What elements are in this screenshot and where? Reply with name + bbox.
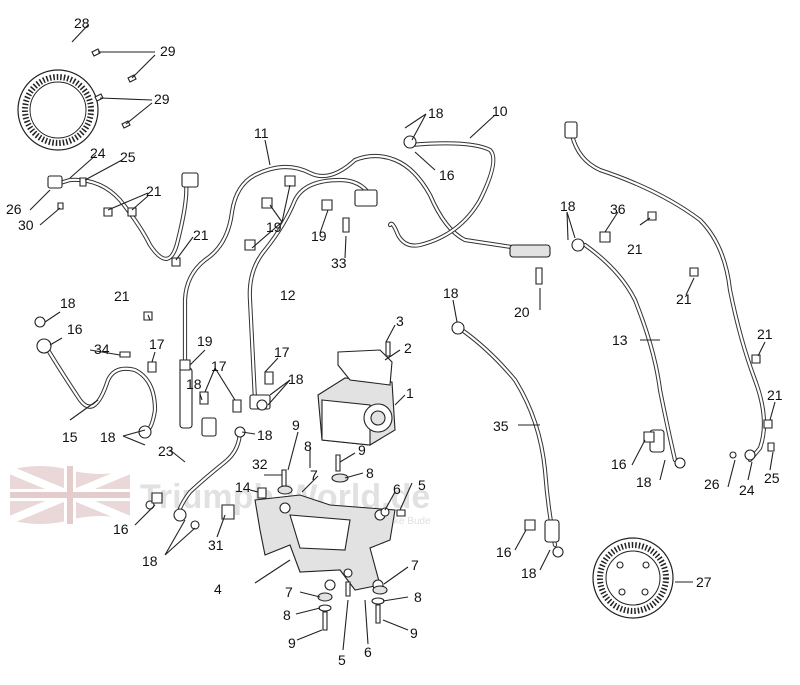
callout-21c: 21 (114, 288, 130, 304)
callout-32: 32 (252, 456, 268, 472)
abs-bracket-2 (337, 341, 393, 386)
union-jack-flag-icon (8, 466, 132, 524)
callout-15: 15 (62, 429, 78, 445)
callout-11: 11 (254, 125, 269, 141)
mounting-hardware (277, 454, 406, 631)
callout-26b: 26 (704, 476, 720, 492)
callout-21e: 21 (676, 291, 692, 307)
front-abs-ring-27 (592, 537, 674, 619)
callout-18f: 18 (186, 376, 202, 392)
callout-24b: 24 (739, 482, 755, 498)
callout-5b: 5 (338, 652, 346, 668)
callout-6a: 6 (393, 481, 401, 497)
callout-8a: 8 (304, 438, 312, 454)
callout-35: 35 (493, 418, 509, 434)
callout-18b: 18 (428, 105, 444, 121)
mounting-bracket-4 (221, 487, 396, 591)
callout-18j: 18 (521, 565, 537, 581)
callout-16d: 16 (611, 456, 627, 472)
callout-13: 13 (612, 332, 628, 348)
callout-9b: 9 (358, 442, 366, 458)
callout-17b: 17 (211, 358, 227, 374)
callout-1: 1 (406, 385, 414, 401)
leader-lines (29, 24, 776, 651)
callout-33: 33 (331, 255, 347, 271)
callout-5a: 5 (418, 477, 426, 493)
callout-25b: 25 (764, 470, 780, 486)
callout-4: 4 (214, 581, 222, 597)
callout-19a: 19 (266, 219, 282, 235)
callout-8b: 8 (366, 465, 374, 481)
callout-labels: 1 2 3 4 5 5 6 6 7 7 7 8 8 8 8 9 9 9 9 10… (6, 15, 783, 668)
callout-27: 27 (696, 574, 712, 590)
callout-36: 36 (610, 201, 626, 217)
fittings (34, 121, 775, 558)
callout-23: 23 (158, 443, 174, 459)
callout-18d: 18 (443, 285, 459, 301)
callout-26a: 26 (6, 201, 22, 217)
callout-7c: 7 (411, 557, 419, 573)
callout-34: 34 (94, 341, 110, 357)
callout-17a: 17 (149, 336, 165, 352)
ring-screws-29 (91, 48, 137, 129)
callout-28: 28 (74, 15, 90, 31)
callout-21g: 21 (767, 387, 783, 403)
callout-8d: 8 (414, 589, 422, 605)
callout-18g: 18 (100, 429, 116, 445)
callout-18k: 18 (636, 474, 652, 490)
callout-18c: 18 (560, 198, 576, 214)
callout-6b: 6 (364, 644, 372, 660)
callout-2: 2 (404, 340, 412, 356)
rear-abs-ring-28 (17, 69, 99, 151)
callout-18i: 18 (142, 553, 158, 569)
callout-12: 12 (280, 287, 296, 303)
callout-21a: 21 (146, 183, 162, 199)
callout-30: 30 (18, 217, 34, 233)
callout-16c: 16 (113, 521, 129, 537)
callout-7b: 7 (285, 584, 293, 600)
callout-16a: 16 (67, 321, 83, 337)
callout-10: 10 (492, 103, 508, 119)
callout-19b: 19 (311, 228, 327, 244)
callout-16b: 16 (439, 167, 455, 183)
callout-24a: 24 (90, 145, 106, 161)
callout-31: 31 (208, 537, 224, 553)
callout-21b: 21 (193, 227, 209, 243)
abs-modulator-1 (317, 377, 396, 446)
callout-9c: 9 (288, 635, 296, 651)
callout-21f: 21 (757, 326, 773, 342)
callout-14: 14 (235, 479, 251, 495)
brake-lines (42, 132, 767, 548)
callout-16e: 16 (496, 544, 512, 560)
callout-9a: 9 (292, 417, 300, 433)
callout-18h: 18 (257, 427, 273, 443)
callout-29a: 29 (160, 43, 176, 59)
callout-18a: 18 (60, 295, 76, 311)
callout-18e: 18 (288, 371, 304, 387)
callout-29b: 29 (154, 91, 170, 107)
callout-8c: 8 (283, 607, 291, 623)
callout-21d: 21 (627, 241, 643, 257)
callout-9d: 9 (410, 625, 418, 641)
callout-3: 3 (396, 313, 404, 329)
callout-20: 20 (514, 304, 530, 320)
callout-7a: 7 (310, 467, 318, 483)
callout-19c: 19 (197, 333, 213, 349)
callout-25a: 25 (120, 149, 136, 165)
callout-17c: 17 (274, 344, 290, 360)
